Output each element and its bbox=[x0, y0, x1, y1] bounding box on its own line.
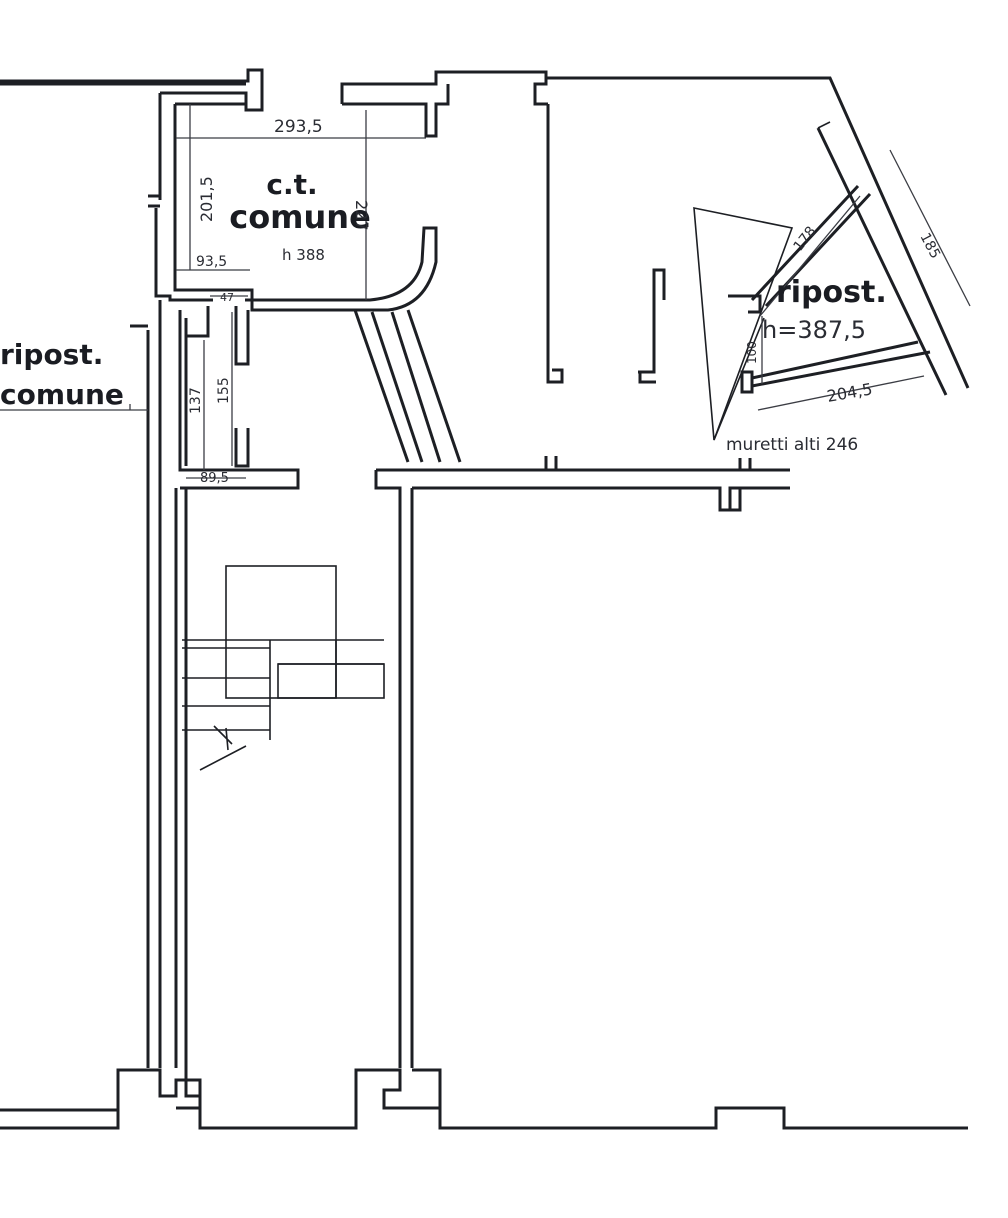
ct-title-line2: comune bbox=[229, 198, 371, 236]
right-partition bbox=[638, 268, 666, 374]
ct-left-wall bbox=[154, 93, 213, 302]
right-storage bbox=[693, 184, 931, 441]
dim-ripost-185: 185 bbox=[916, 230, 943, 261]
dim-ct-width: 293,5 bbox=[274, 117, 323, 137]
middle-long-wall bbox=[374, 470, 402, 1068]
top-left-wall bbox=[0, 68, 264, 112]
central-partition bbox=[546, 104, 564, 384]
dim-passage-bottom: 89,5 bbox=[200, 471, 229, 486]
bottom-wall bbox=[0, 1068, 968, 1130]
walls-note: muretti alti 246 bbox=[726, 435, 858, 455]
ct-title-line1: c.t. bbox=[266, 168, 317, 201]
top-middle-wall bbox=[340, 70, 548, 106]
top-right-wall bbox=[546, 76, 970, 389]
dim-ripost-100: 100 bbox=[745, 341, 759, 364]
ripost-left-line1: ripost. bbox=[0, 338, 103, 371]
dim-passage-width: 47 bbox=[220, 291, 234, 304]
dim-ct-depth-left: 201,5 bbox=[197, 176, 216, 222]
dim-ct-bottom: 93,5 bbox=[196, 254, 227, 270]
dim-ripost-204: 204,5 bbox=[825, 379, 873, 406]
walls bbox=[0, 68, 970, 1130]
ripost-left-line2: comune bbox=[0, 378, 124, 411]
dimension-lines bbox=[0, 104, 971, 479]
ripost-right-height: h=387,5 bbox=[762, 316, 866, 344]
ct-curved-wall bbox=[252, 226, 438, 312]
stair-arrow-icon bbox=[199, 725, 247, 771]
passage-walls bbox=[178, 310, 300, 490]
staircase bbox=[182, 565, 385, 771]
dim-ct-depth-right: 227 bbox=[352, 200, 371, 231]
dim-passage-h1: 137 bbox=[188, 387, 204, 414]
inner-partition bbox=[751, 340, 931, 388]
dim-passage-h2: 155 bbox=[216, 377, 232, 404]
ct-height: h 388 bbox=[282, 246, 325, 264]
ripost-right-line1: ripost. bbox=[776, 275, 887, 310]
